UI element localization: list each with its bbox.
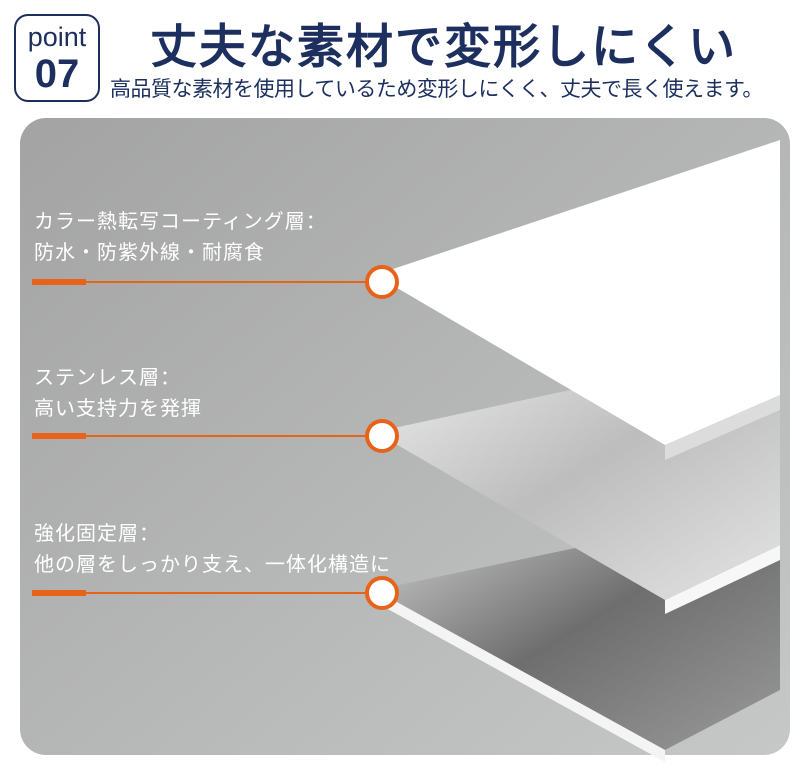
coating-layer (375, 140, 780, 460)
badge-number: 07 (34, 52, 80, 96)
marker-circle (365, 419, 399, 453)
layer-label-coating: カラー熱転写コーティング層： 防水・防紫外線・耐腐食 (34, 206, 327, 268)
page-title: 丈夫な素材で変形しにくい (150, 20, 738, 75)
marker-circle (365, 265, 399, 299)
page-subtitle: 高品質な素材を使用しているため変形しにくく、丈夫で長く使えます。 (110, 77, 763, 101)
layer-desc: 他の層をしっかり支え、一体化構造に (34, 552, 391, 576)
badge-word: point (27, 22, 87, 52)
layer-name: ステンレス層： (34, 365, 181, 389)
point-badge: point 07 (14, 14, 100, 102)
layer-label-stainless: ステンレス層： 高い支持力を発揮 (34, 362, 202, 424)
pointer-lines (32, 265, 399, 610)
layer-name: カラー熱転写コーティング層： (34, 209, 327, 233)
marker-circle (365, 576, 399, 610)
layer-desc: 防水・防紫外線・耐腐食 (34, 240, 265, 264)
layer-desc: 高い支持力を発揮 (34, 396, 202, 420)
layer-name: 強化固定層： (34, 521, 160, 545)
layer-label-reinforcement: 強化固定層： 他の層をしっかり支え、一体化構造に (34, 518, 391, 580)
